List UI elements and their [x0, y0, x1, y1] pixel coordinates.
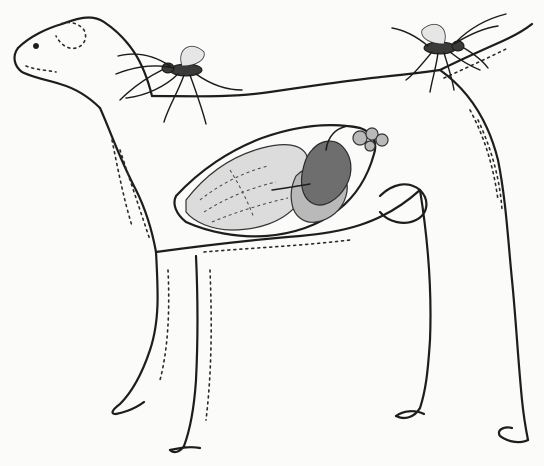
kidney-cluster — [353, 128, 388, 151]
dog-snout — [15, 48, 100, 108]
node-1 — [353, 131, 367, 145]
mosquito-wing — [181, 46, 205, 66]
mosquito-head — [452, 41, 464, 51]
dog-eye — [33, 43, 39, 49]
dog-front-paw-right — [170, 447, 200, 450]
dog-belly-fur — [204, 240, 350, 252]
dog-ear — [56, 23, 86, 49]
dog-mouth-line — [26, 66, 56, 72]
node-3 — [376, 134, 388, 146]
mosquito-on-neck — [116, 46, 242, 124]
dog-hind-paw — [396, 411, 424, 416]
dog-head — [18, 18, 152, 96]
dog-front-leg-right — [170, 256, 198, 452]
dog-chest-fur — [112, 140, 150, 240]
mosquito-on-tail — [392, 14, 506, 92]
mosquito-wing — [422, 24, 446, 44]
dog-hind-leg — [396, 190, 431, 418]
dog-front-leg-fur — [160, 270, 211, 420]
dog-rump — [440, 70, 528, 440]
dog-rear-paw — [499, 427, 528, 442]
dog-front-leg-left — [113, 252, 158, 414]
anatomy-cutaway — [174, 125, 388, 236]
node-4 — [365, 141, 375, 151]
